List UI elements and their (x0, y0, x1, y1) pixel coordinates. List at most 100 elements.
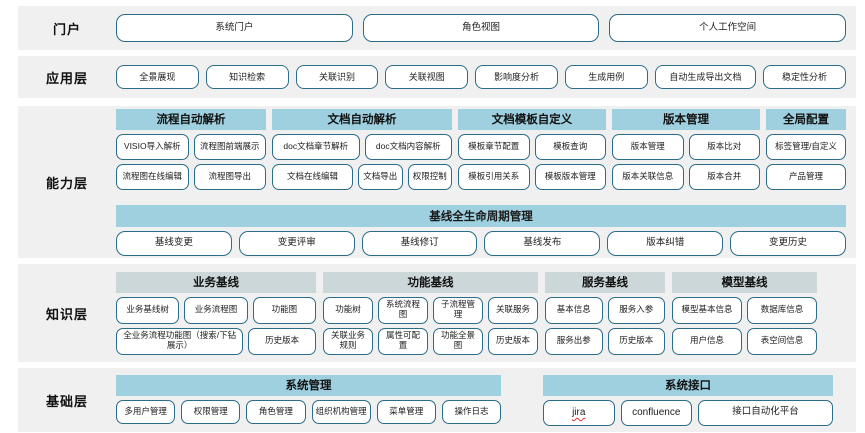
cap-item-product-management[interactable]: 产品管理 (766, 163, 846, 190)
baseline-item-change-review[interactable]: 变更评审 (238, 230, 355, 256)
cap-item-version-relation-info[interactable]: 版本关联信息 (612, 163, 684, 190)
app-item-relation-view[interactable]: 关联视图 (385, 65, 469, 89)
kn-item-function-chart[interactable]: 功能图 (252, 296, 316, 324)
kn-item-history-version[interactable]: 历史版本 (488, 327, 538, 355)
kn-item-user-info[interactable]: 用户信息 (672, 327, 742, 355)
app-item-impact-analysis[interactable]: 影响度分析 (475, 65, 558, 89)
portal-item-personal-workspace[interactable]: 个人工作空间 (609, 14, 847, 42)
layer-foundation-body: 系统管理 多用户管理 权限管理 角色管理 组织机构管理 菜单管理 操作日志 系统… (116, 374, 856, 426)
fd-item-role-mgmt[interactable]: 角色管理 (246, 399, 306, 424)
kn-item-attribute-configurable[interactable]: 属性可配置 (378, 327, 428, 355)
fd-item-org-structure-mgmt[interactable]: 组织机构管理 (311, 399, 371, 424)
kn-item-database-info[interactable]: 数据库信息 (747, 296, 817, 324)
cap-item-template-query[interactable]: 模板查询 (534, 133, 606, 160)
cap-item-template-version-mgmt[interactable]: 模板版本管理 (534, 163, 606, 190)
layer-capability-label: 能力层 (45, 175, 88, 191)
kn-item-subprocess-mgmt[interactable]: 子流程管理 (433, 296, 483, 324)
app-item-panorama[interactable]: 全景展现 (116, 65, 199, 89)
group-row: 文档在线编辑 文档导出 权限控制 (272, 163, 452, 190)
portal-item-system[interactable]: 系统门户 (116, 14, 353, 42)
baseline-item-release[interactable]: 基线发布 (484, 230, 601, 256)
app-item-relation-recognition[interactable]: 关联识别 (295, 65, 379, 89)
capability-group-global-config: 全局配置 标签管理/自定义 产品管理 (766, 108, 846, 190)
group-row: VISIO导入解析 流程图前端展示 (116, 133, 266, 160)
app-item-generate-case[interactable]: 生成用例 (564, 65, 648, 89)
kn-item-full-business-flow-function-chart[interactable]: 全业务流程功能图（搜索/下钻展示） (116, 327, 244, 355)
group-row: 用户信息 表空间信息 (672, 327, 817, 355)
kn-item-system-flowchart[interactable]: 系统流程图 (378, 296, 428, 324)
app-item-knowledge-search[interactable]: 知识检索 (205, 65, 289, 89)
cap-item-flowchart-export[interactable]: 流程图导出 (193, 163, 266, 190)
kn-item-service-output-param[interactable]: 服务出参 (545, 327, 603, 355)
cap-item-visio-import[interactable]: VISIO导入解析 (116, 133, 189, 160)
baseline-item-version-correction[interactable]: 版本纠错 (607, 230, 724, 256)
capability-group-doc-template: 文档模板自定义 模板章节配置 模板查询 模板引用关系 模板版本管理 (458, 108, 606, 190)
cap-item-doc-chapter-parse[interactable]: doc文档章节解析 (272, 133, 360, 160)
baseline-item-change[interactable]: 基线变更 (116, 230, 232, 256)
capability-group-doc-parsing: 文档自动解析 doc文档章节解析 doc文档内容解析 文档在线编辑 文档导出 权… (272, 108, 452, 190)
fd-item-permission-mgmt[interactable]: 权限管理 (181, 399, 241, 424)
group-row: 标签管理/自定义 (766, 133, 846, 160)
group-row: 业务基线树 业务流程图 功能图 (116, 296, 316, 324)
spacer (116, 194, 846, 201)
layer-foundation: 基础层 系统管理 多用户管理 权限管理 角色管理 组织机构管理 菜单管理 操作日… (18, 368, 856, 432)
group-row: 产品管理 (766, 163, 846, 190)
foundation-group-system-mgmt: 系统管理 多用户管理 权限管理 角色管理 组织机构管理 菜单管理 操作日志 (116, 374, 502, 426)
kn-item-related-business-rule[interactable]: 关联业务规则 (323, 327, 373, 355)
layer-portal: 门户 系统门户 角色视图 个人工作空间 (18, 6, 856, 50)
layer-capability-body: 流程自动解析 VISIO导入解析 流程图前端展示 流程图在线编辑 流程图导出 文… (116, 108, 856, 256)
layer-portal-body: 系统门户 角色视图 个人工作空间 (116, 14, 856, 42)
cap-item-version-compare[interactable]: 版本比对 (688, 133, 760, 160)
group-row: 版本关联信息 版本合并 (612, 163, 760, 190)
baseline-item-change-history[interactable]: 变更历史 (730, 230, 846, 256)
kn-item-function-panorama[interactable]: 功能全景图 (433, 327, 483, 355)
fd-item-operation-log[interactable]: 操作日志 (441, 399, 502, 424)
cap-item-template-reference[interactable]: 模板引用关系 (458, 163, 530, 190)
layer-knowledge: 知识层 业务基线 业务基线树 业务流程图 功能图 全业务流程功能图（搜索/下钻展… (18, 264, 856, 362)
cap-item-doc-export[interactable]: 文档导出 (358, 163, 403, 190)
cap-item-version-management[interactable]: 版本管理 (612, 133, 684, 160)
group-row: 多用户管理 权限管理 角色管理 组织机构管理 菜单管理 操作日志 (116, 399, 502, 424)
cap-item-version-merge[interactable]: 版本合并 (688, 163, 760, 190)
group-row: 关联业务规则 属性可配置 功能全景图 历史版本 (323, 327, 538, 355)
cap-item-template-chapter-config[interactable]: 模板章节配置 (458, 133, 530, 160)
kn-item-service-input-param[interactable]: 服务入参 (607, 296, 665, 324)
capability-baseline-section: 基线全生命周期管理 基线变更 变更评审 基线修订 基线发布 版本纠错 变更历史 (116, 204, 846, 256)
group-header: 服务基线 (545, 271, 665, 293)
cap-item-permission-control[interactable]: 权限控制 (407, 163, 452, 190)
fd-item-interface-automation-platform[interactable]: 接口自动化平台 (698, 399, 833, 426)
cap-item-doc-content-parse[interactable]: doc文档内容解析 (364, 133, 452, 160)
app-item-auto-export-doc[interactable]: 自动生成导出文档 (654, 65, 757, 89)
kn-item-function-tree[interactable]: 功能树 (323, 296, 373, 324)
fd-item-menu-mgmt[interactable]: 菜单管理 (376, 399, 436, 424)
kn-item-basic-info[interactable]: 基本信息 (545, 296, 603, 324)
fd-item-multi-user-mgmt[interactable]: 多用户管理 (116, 399, 176, 424)
capability-group-process-parsing: 流程自动解析 VISIO导入解析 流程图前端展示 流程图在线编辑 流程图导出 (116, 108, 266, 190)
baseline-item-revision[interactable]: 基线修订 (361, 230, 478, 256)
cap-item-flowchart-online-edit[interactable]: 流程图在线编辑 (116, 163, 189, 190)
group-row: 功能树 系统流程图 子流程管理 关联服务 (323, 296, 538, 324)
kn-item-business-baseline-tree[interactable]: 业务基线树 (116, 296, 180, 324)
group-row: 模型基本信息 数据库信息 (672, 296, 817, 324)
layer-application-label: 应用层 (45, 70, 88, 86)
kn-item-history-version[interactable]: 历史版本 (607, 327, 665, 355)
kn-item-model-basic-info[interactable]: 模型基本信息 (672, 296, 742, 324)
capability-group-row: 流程自动解析 VISIO导入解析 流程图前端展示 流程图在线编辑 流程图导出 文… (116, 108, 846, 190)
fd-item-jira[interactable]: jira (543, 399, 615, 426)
group-header: 业务基线 (116, 271, 316, 293)
kn-item-related-service[interactable]: 关联服务 (488, 296, 538, 324)
cap-item-doc-online-edit[interactable]: 文档在线编辑 (272, 163, 353, 190)
kn-item-business-flowchart[interactable]: 业务流程图 (184, 296, 248, 324)
cap-item-flowchart-frontend[interactable]: 流程图前端展示 (193, 133, 266, 160)
fd-item-confluence[interactable]: confluence (620, 399, 692, 426)
cap-item-tag-management[interactable]: 标签管理/自定义 (766, 133, 846, 160)
kn-item-history-version[interactable]: 历史版本 (248, 327, 316, 355)
layer-knowledge-body: 业务基线 业务基线树 业务流程图 功能图 全业务流程功能图（搜索/下钻展示） 历… (116, 271, 856, 355)
layer-knowledge-label: 知识层 (45, 306, 88, 322)
app-item-stability-analysis[interactable]: 稳定性分析 (763, 65, 846, 89)
group-header: 文档自动解析 (272, 108, 452, 130)
portal-item-role-view[interactable]: 角色视图 (362, 14, 600, 42)
foundation-group-system-interface: 系统接口 jira confluence 接口自动化平台 (543, 374, 833, 426)
kn-item-tablespace-info[interactable]: 表空间信息 (747, 327, 817, 355)
portal-pill-row: 系统门户 角色视图 个人工作空间 (116, 14, 847, 42)
